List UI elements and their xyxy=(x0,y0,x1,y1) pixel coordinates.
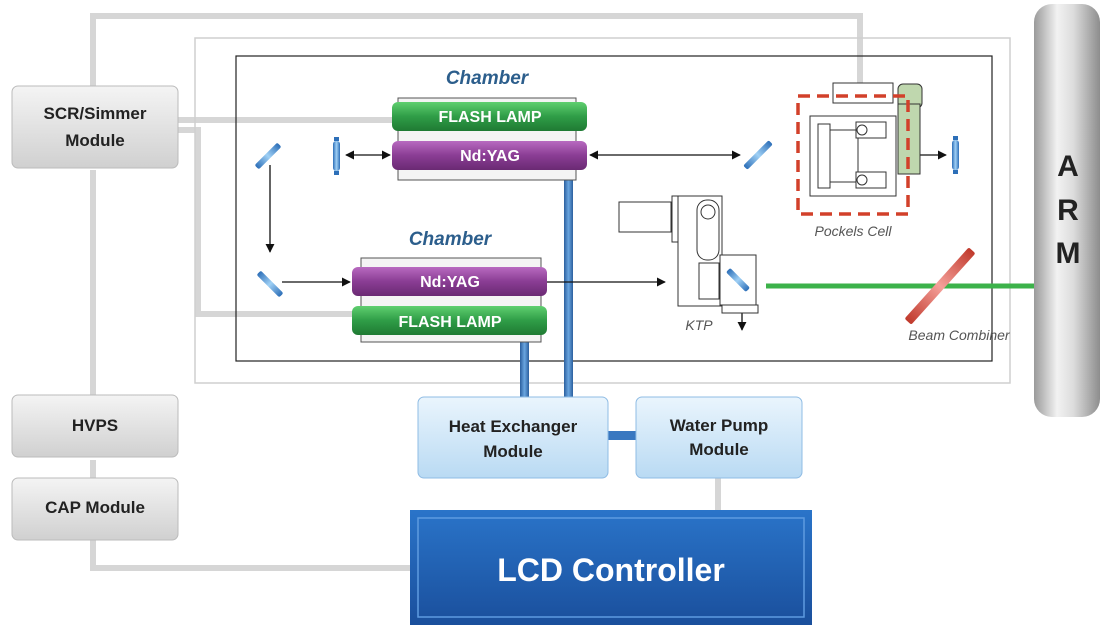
chamber-bottom: Chamber Nd:YAG FLASH LAMP xyxy=(352,229,547,343)
svg-text:Module: Module xyxy=(65,131,125,150)
laser-head-enclosure xyxy=(194,37,1011,384)
chamber-top: Chamber FLASH LAMP Nd:YAG xyxy=(392,68,587,181)
coolant-pipes xyxy=(520,170,638,440)
ktp-assembly: KTP xyxy=(618,195,759,333)
control-wiring xyxy=(90,13,863,571)
lcd-controller: LCD Controller xyxy=(410,510,812,625)
flash-lamp-bottom xyxy=(352,306,547,335)
cap-module: CAP Module xyxy=(11,477,179,541)
svg-text:LCD Controller: LCD Controller xyxy=(497,552,725,588)
arm: A R M xyxy=(1034,4,1100,417)
svg-text:Module: Module xyxy=(483,442,543,461)
svg-text:Module: Module xyxy=(689,440,749,459)
flash-lamp-top xyxy=(392,102,587,131)
hvps-module: HVPS xyxy=(11,394,179,458)
nd-yag-rod-bottom xyxy=(352,267,547,296)
chamber-top-title: Chamber xyxy=(446,68,530,89)
ktp-label: KTP xyxy=(685,317,713,333)
pockels-cell-label: Pockels Cell xyxy=(814,223,892,239)
svg-text:CAP Module: CAP Module xyxy=(45,498,145,517)
svg-text:FLASH LAMP: FLASH LAMP xyxy=(438,109,541,126)
chamber-bottom-title: Chamber xyxy=(409,229,493,250)
svg-text:A: A xyxy=(1057,150,1079,183)
mirror-pockels xyxy=(743,140,773,170)
output-coupler-left xyxy=(333,137,340,175)
svg-text:Water Pump: Water Pump xyxy=(670,416,769,435)
mirror-top-left xyxy=(255,143,281,169)
svg-text:SCR/Simmer: SCR/Simmer xyxy=(44,104,147,123)
beam-combiner xyxy=(905,248,975,324)
optical-bench xyxy=(235,55,993,362)
svg-text:HVPS: HVPS xyxy=(72,416,118,435)
pockels-cell: Pockels Cell xyxy=(796,82,923,239)
beam-path xyxy=(265,150,947,331)
svg-text:R: R xyxy=(1057,194,1079,227)
scr-simmer-module: SCR/Simmer Module xyxy=(11,85,179,169)
nd-yag-rod-top xyxy=(392,141,587,170)
water-pump-module: Water Pump Module xyxy=(635,396,803,479)
svg-text:M: M xyxy=(1056,237,1081,270)
heat-exchanger-module: Heat Exchanger Module xyxy=(417,396,609,479)
mirror-bottom-left xyxy=(257,271,283,297)
svg-text:Nd:YAG: Nd:YAG xyxy=(420,274,480,291)
rear-mirror-right xyxy=(952,136,959,174)
svg-text:Nd:YAG: Nd:YAG xyxy=(460,148,520,165)
beam-combiner-label: Beam Combiner xyxy=(908,327,1010,343)
svg-text:FLASH LAMP: FLASH LAMP xyxy=(398,314,501,331)
svg-text:Heat Exchanger: Heat Exchanger xyxy=(449,417,578,436)
